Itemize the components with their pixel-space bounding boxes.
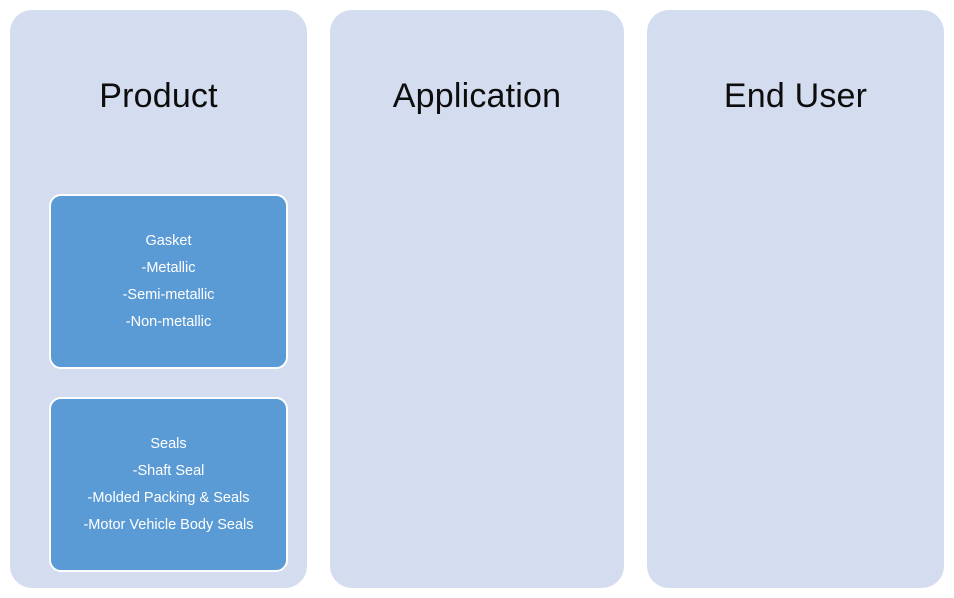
node-label-line: -Metallic [141,259,196,276]
node-label-line: -Molded Packing & Seals [87,489,250,506]
node-label-lines: Gasket -Metallic -Semi-metallic -Non-met… [57,228,280,336]
node-product-seals[interactable]: Seals -Shaft Seal -Molded Packing & Seal… [49,397,288,572]
column-panel-application: Application Automotive Electrical & Elec… [330,10,925,588]
node-label-line: -Shaft Seal [132,462,205,479]
node-product-gasket[interactable]: Gasket -Metallic -Semi-metallic -Non-met… [49,194,288,369]
column-title-application: Application [392,77,562,115]
node-label-line: Seals [150,435,187,452]
column-panel-product: Product Gasket -Metallic -Semi-metallic … [10,10,307,588]
node-label-line: Gasket [145,232,192,249]
node-label-line: -Motor Vehicle Body Seals [83,516,254,533]
column-panel-enduser: End User Original equipment manufacturer… [647,10,944,588]
column-title-product: Product [99,77,218,115]
node-label-line: -Semi-metallic [122,286,215,303]
node-label-lines: Seals -Shaft Seal -Molded Packing & Seal… [57,431,280,539]
column-title-enduser: End User [723,77,868,115]
node-label-line: -Non-metallic [125,313,212,330]
